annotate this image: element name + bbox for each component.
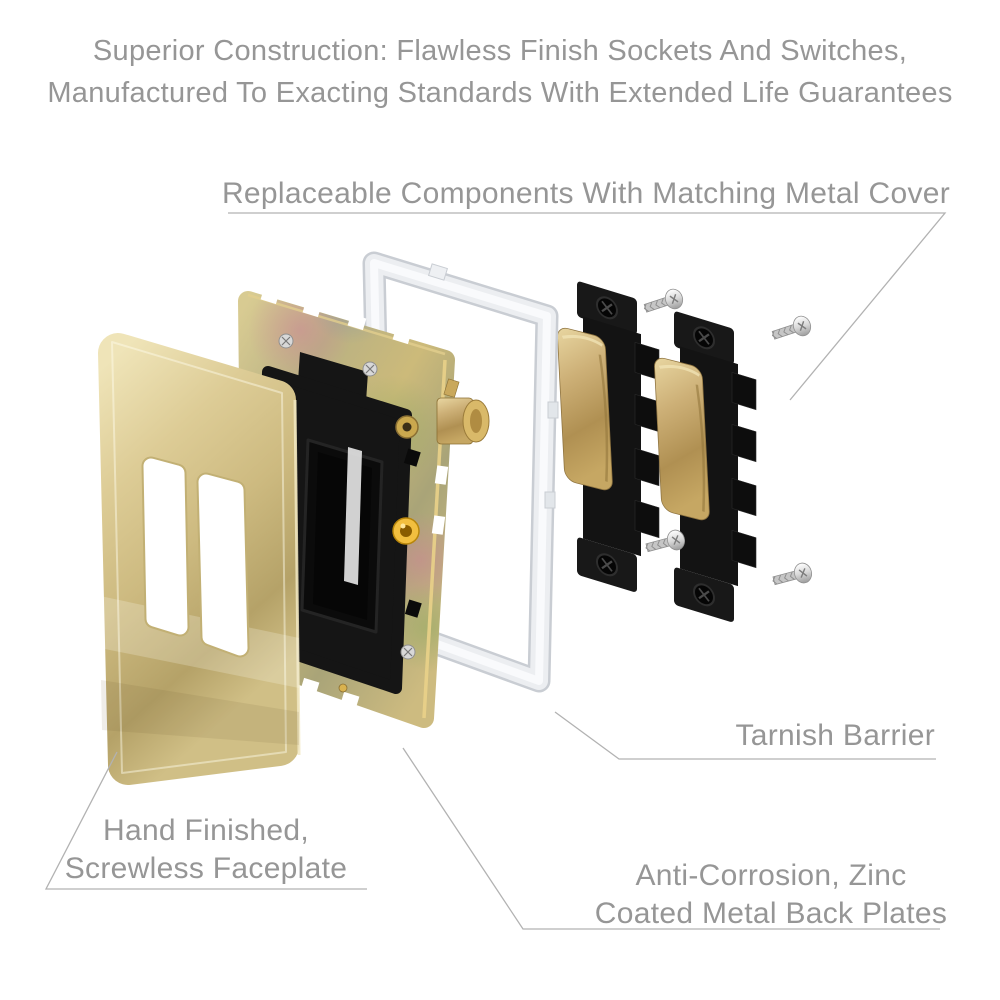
plate-notches	[260, 287, 449, 710]
plate-rivets	[278, 333, 416, 693]
screw-top-left	[643, 288, 684, 313]
callout-faceplate: Hand Finished, Screwless Faceplate	[40, 812, 372, 888]
brass-terminal	[436, 378, 490, 445]
screw-bottom-left	[645, 529, 686, 553]
callout-faceplate-line-1: Hand Finished,	[103, 814, 309, 847]
callout-back-plates: Anti-Corrosion, Zinc Coated Metal Back P…	[521, 857, 1000, 933]
rocker-cutout-right	[196, 472, 250, 658]
heading-line-2: Manufactured To Exacting Standards With …	[47, 77, 953, 109]
brass-rocker-left	[557, 327, 613, 491]
callout-faceplate-line-2: Screwless Faceplate	[64, 852, 348, 885]
leader-line-faceplate	[44, 751, 367, 890]
callout-tarnish-barrier: Tarnish Barrier	[735, 719, 935, 752]
brass-faceplate	[98, 333, 301, 785]
rocker-cutout-left	[141, 456, 190, 637]
leader-line-back-plates	[402, 747, 940, 930]
callout-back-plates-line-1: Anti-Corrosion, Zinc	[635, 859, 907, 892]
heading: Superior Construction: Flawless Finish S…	[0, 30, 1000, 114]
leader-line-tarnish-barrier	[554, 711, 936, 760]
leader-line-metal-cover	[228, 212, 947, 401]
callout-back-plates-line-2: Coated Metal Back Plates	[594, 897, 948, 930]
screw-top-right	[771, 315, 812, 340]
brass-rocker-right	[654, 357, 710, 521]
heading-line-1: Superior Construction: Flawless Finish S…	[92, 35, 908, 67]
callout-metal-cover: Replaceable Components With Matching Met…	[221, 177, 951, 210]
switch-module-left	[557, 281, 660, 592]
plate-fittings	[392, 415, 422, 618]
screw-bottom-right	[772, 562, 813, 586]
switch-module-right	[654, 311, 757, 622]
